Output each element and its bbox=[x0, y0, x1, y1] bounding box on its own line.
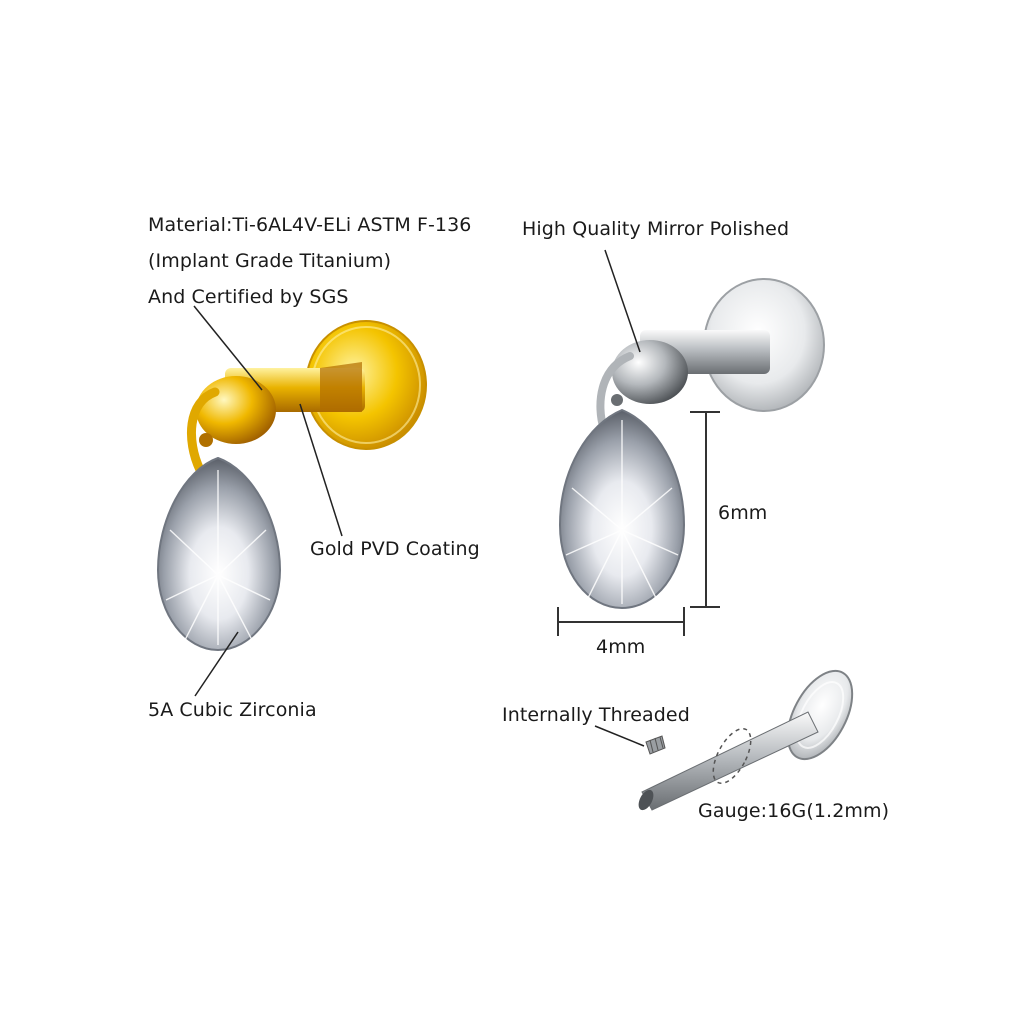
threaded-post bbox=[638, 669, 854, 811]
coating-label: Gold PVD Coating bbox=[310, 538, 480, 560]
polish-label: High Quality Mirror Polished bbox=[522, 218, 790, 240]
stone-label: 5A Cubic Zirconia bbox=[148, 699, 317, 721]
material-sublabel: (Implant Grade Titanium) bbox=[148, 250, 392, 272]
leader-lines bbox=[193, 249, 645, 747]
thread-label: Internally Threaded bbox=[502, 704, 690, 726]
gold-earring bbox=[156, 320, 427, 652]
height-dimension-line bbox=[690, 411, 720, 608]
material-label: Material:Ti-6AL4V-ELi ASTM F-136 bbox=[148, 214, 472, 236]
width-dimension-line bbox=[557, 607, 685, 636]
gauge-label: Gauge:16G(1.2mm) bbox=[698, 800, 890, 822]
width-label: 4mm bbox=[596, 636, 646, 658]
certification-label: And Certified by SGS bbox=[148, 286, 349, 308]
silver-earring bbox=[558, 278, 825, 610]
height-label: 6mm bbox=[718, 502, 768, 524]
